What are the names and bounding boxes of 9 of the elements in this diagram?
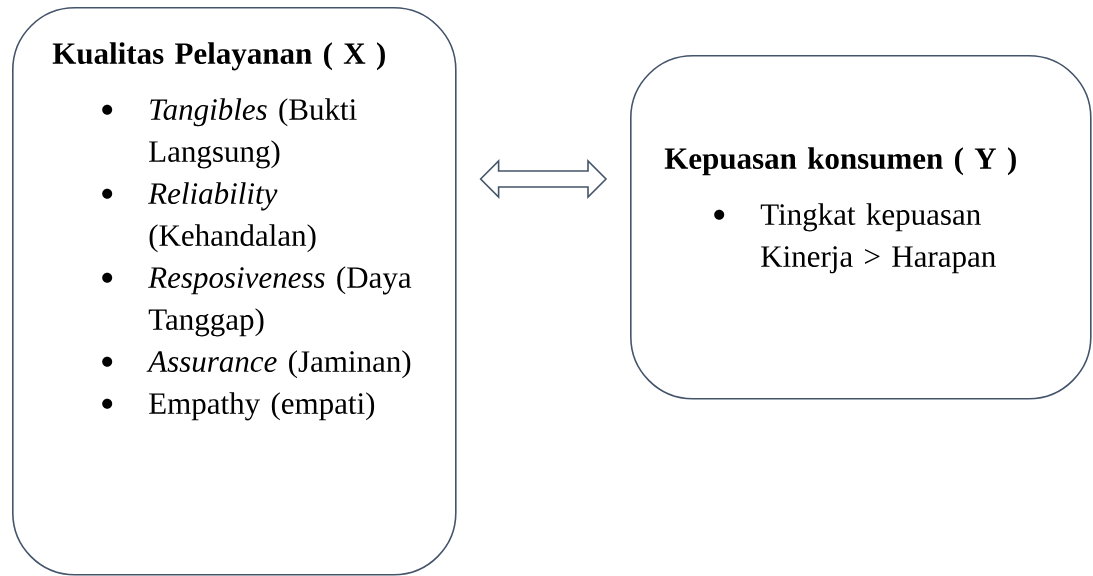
list-item: Tangibles (Bukti Langsung) — [102, 98, 357, 169]
list-item: Reliability (Kehandalan) — [102, 182, 316, 253]
list-item: Tingkat kepuasan Kinerja > Harapan — [714, 203, 996, 274]
list-item: Assurance (Jaminan) — [102, 350, 411, 379]
heading: Kualitas Pelayanan ( X ) — [52, 42, 385, 71]
list-item: Empathy (empati) — [102, 392, 375, 421]
double-arrow — [479, 159, 608, 199]
list-item: Resposiveness (Daya Tanggap) — [102, 266, 412, 337]
heading: Kepuasan konsumen ( Y ) — [664, 147, 1016, 176]
